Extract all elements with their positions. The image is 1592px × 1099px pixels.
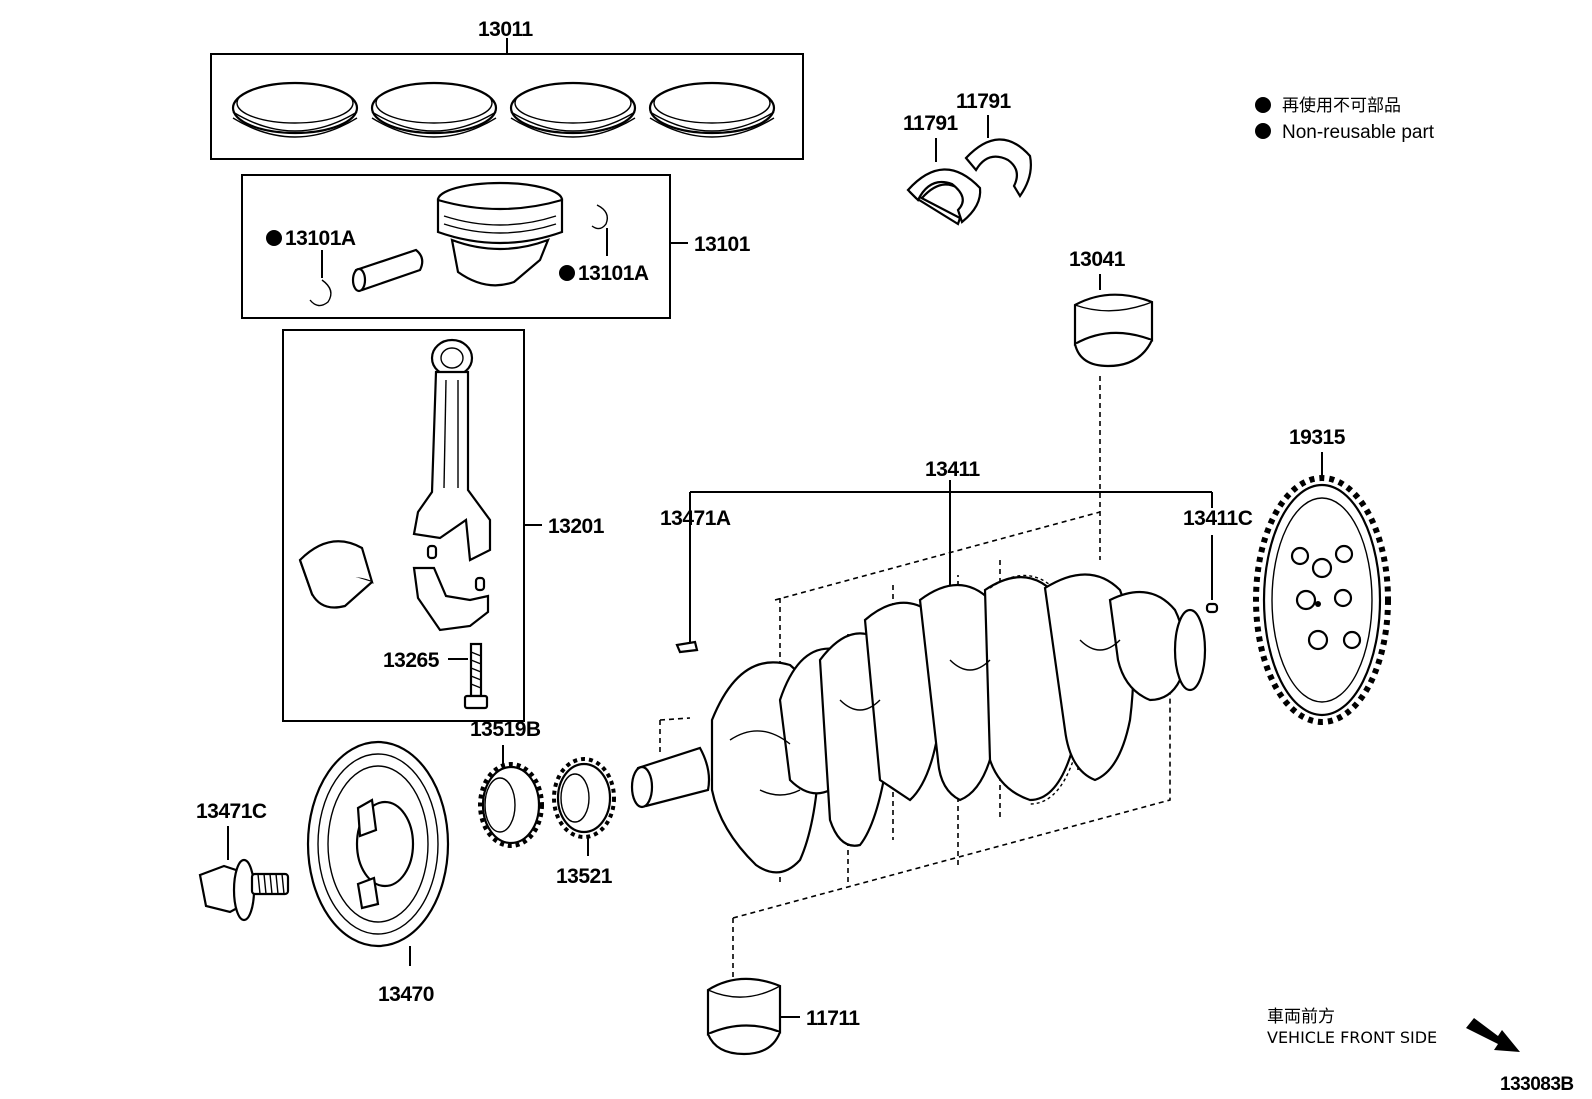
crankshaft-timing-sprocket[interactable]: 13521: [552, 757, 616, 888]
diagram-id: 133083B: [1500, 1074, 1574, 1095]
label-13521: 13521: [556, 865, 613, 888]
label-19315: 19315: [1289, 426, 1346, 449]
piston-ring-4: [648, 81, 776, 138]
label-13101A-left: 13101A: [285, 227, 356, 250]
arrow-icon: [1466, 1018, 1520, 1052]
label-11791-right: 11791: [956, 90, 1012, 113]
label-13265: 13265: [383, 649, 440, 672]
oil-pump-drive-gear[interactable]: 13519B: [470, 718, 544, 848]
vehicle-front-indicator: 車両前方 VEHICLE FRONT SIDE: [1267, 1007, 1520, 1052]
straight-pin: [1205, 602, 1219, 614]
label-13411C: 13411C: [1183, 507, 1253, 530]
label-13101: 13101: [694, 233, 751, 256]
label-13101A-right: 13101A: [578, 262, 649, 285]
connecting-rod-bearing: [298, 540, 374, 609]
label-13519B: 13519B: [470, 718, 541, 741]
crankshaft-bearing-upper[interactable]: 13041: [1069, 248, 1154, 560]
piston-ring-2: [370, 81, 498, 138]
label-13470: 13470: [378, 983, 434, 1006]
legend-en: Non-reusable part: [1282, 122, 1435, 143]
crankshaft: [630, 573, 1207, 874]
non-reusable-dot: [1255, 123, 1271, 139]
label-11711: 11711: [806, 1007, 860, 1030]
dowel-pin: [426, 544, 438, 560]
snap-ring-left: [309, 279, 332, 307]
snap-ring-right: [591, 204, 609, 230]
label-13411: 13411: [925, 458, 981, 481]
piston: [436, 181, 564, 287]
crankshaft-pulley[interactable]: 13470: [306, 740, 450, 1006]
connecting-rod-sub-assembly[interactable]: 13265 13201: [282, 329, 605, 722]
piston-ring-set[interactable]: 13011: [210, 18, 804, 160]
connecting-rod: [412, 338, 492, 562]
direction-jp: 車両前方: [1267, 1007, 1335, 1027]
direction-en: VEHICLE FRONT SIDE: [1267, 1028, 1437, 1047]
non-reusable-dot: [559, 265, 575, 281]
non-reusable-dot: [266, 230, 282, 246]
crankshaft-thrust-washers[interactable]: 11791 11791: [903, 90, 1032, 226]
label-13201: 13201: [548, 515, 605, 538]
legend-jp: 再使用不可部品: [1282, 95, 1401, 116]
piston-ring-3: [509, 81, 637, 138]
piston-sub-assembly[interactable]: 13101 13101A 13101A: [241, 174, 751, 319]
piston-pin: [351, 248, 424, 293]
non-reusable-dot: [1255, 97, 1271, 113]
crankshaft-timing-rotor[interactable]: 19315: [1253, 426, 1391, 725]
label-13041: 13041: [1069, 248, 1126, 271]
legend: 再使用不可部品 Non-reusable part: [1255, 95, 1435, 143]
woodruff-key: [675, 640, 699, 654]
connecting-rod-cap: [412, 566, 490, 632]
label-11791-left: 11791: [903, 112, 959, 135]
connecting-rod-bolt: [463, 642, 489, 710]
crankshaft-bearing-lower[interactable]: 11711: [706, 977, 861, 1056]
crankshaft-assembly[interactable]: 13411 13471A 13411C: [630, 458, 1253, 980]
label-13471C: 13471C: [196, 800, 267, 823]
thrust-washer-right: [964, 138, 1032, 199]
label-13011: 13011: [478, 18, 534, 41]
dowel-pin: [474, 576, 486, 592]
crankshaft-pulley-bolt[interactable]: 13471C: [196, 800, 290, 922]
piston-ring-1: [231, 81, 359, 138]
label-13471A: 13471A: [660, 507, 731, 530]
